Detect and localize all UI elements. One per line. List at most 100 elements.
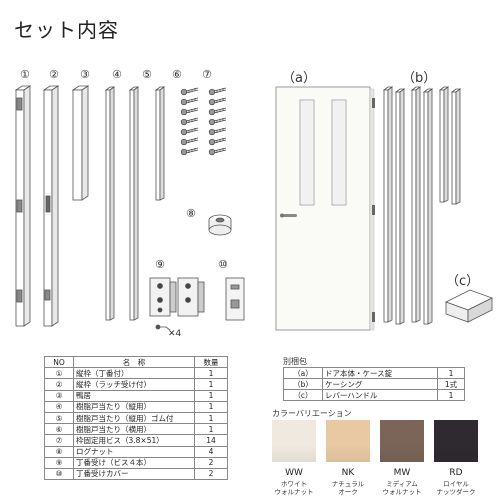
hinge-receiver-icon — [149, 277, 205, 331]
part-number-4: ④ — [112, 68, 122, 81]
part-number-10: ⑩ — [218, 258, 228, 271]
casing-set — [382, 86, 462, 325]
color-swatch-nk — [326, 420, 370, 462]
log-nut-icon — [208, 214, 232, 236]
door-body — [275, 86, 375, 331]
col-no: NO — [44, 355, 74, 369]
color-name-mw: ミディアム ウォルナット — [382, 480, 422, 496]
part-number-3: ③ — [80, 68, 90, 81]
part-number-7: ⑦ — [202, 68, 212, 81]
row-no: ① — [44, 367, 74, 380]
row-no: ⑨ — [44, 456, 74, 469]
row-qty: 1 — [194, 423, 228, 436]
part-number-1: ① — [20, 68, 30, 81]
color-swatch-rd — [434, 420, 478, 462]
row-qty: 1 — [194, 389, 228, 402]
color-name-rd: ロイヤル ナッツダーク — [436, 480, 476, 496]
row-no: ⑤ — [44, 411, 74, 425]
row-no: ② — [44, 378, 74, 391]
row-name: 鴨居 — [73, 389, 195, 402]
row-no: ⑩ — [44, 467, 74, 481]
row-name: 丁番受け（ビス４本） — [73, 456, 195, 469]
color-name-ww: ホワイト ウォルナット — [274, 480, 314, 496]
screw-count-label: ✕4 — [168, 329, 182, 339]
row-name: 樹脂戸当たり（横用） — [73, 423, 195, 436]
row-name: ドア本体・ケース錠 — [322, 367, 438, 379]
col-qty: 数量 — [194, 355, 228, 369]
row-name: レバーハンドル — [322, 389, 438, 401]
row-qty: 2 — [194, 467, 228, 481]
page-title: セット内容 — [14, 18, 119, 42]
row-qty: 14 — [194, 434, 228, 447]
color-code-rd: RD — [449, 468, 463, 478]
row-key: （a） — [283, 367, 323, 379]
row-name: ケーシング — [322, 378, 438, 390]
row-name: 縦枠（丁番付） — [73, 367, 195, 380]
row-name: 樹脂戸当たり（縦用） — [73, 400, 195, 413]
parts-table-header: NO 名 称 数量 — [44, 355, 228, 369]
label-c: （c） — [446, 274, 480, 289]
row-no: ③ — [44, 389, 74, 402]
row-name: 樹脂戸当たり（縦用）ゴム付 — [73, 411, 195, 425]
hinge-cover-icon — [225, 277, 245, 321]
door-stop-vertical-rubber — [128, 86, 140, 321]
row-qty: 4 — [194, 445, 228, 458]
row-qty: 1式 — [437, 378, 465, 390]
row-no: ④ — [44, 400, 74, 413]
part-number-5: ⑤ — [142, 68, 152, 81]
row-name: 枠固定用ビス（3.8×51） — [73, 434, 195, 447]
row-name: ログナット — [73, 445, 195, 458]
color-name-nk: ナチュラル オーク — [331, 480, 365, 496]
row-qty: 1 — [194, 400, 228, 413]
door-stop-vertical — [104, 86, 116, 321]
part-number-6: ⑥ — [172, 68, 182, 81]
screws-icon — [180, 87, 227, 156]
part-number-8: ⑧ — [186, 207, 196, 220]
part-number-9: ⑨ — [155, 258, 165, 271]
row-no: ⑧ — [44, 445, 74, 458]
label-b: （b） — [402, 71, 437, 86]
color-swatch-ww — [272, 420, 316, 462]
separate-package-title: 別梱包 — [283, 357, 307, 366]
row-no: ⑥ — [44, 423, 74, 436]
row-qty: 1 — [194, 411, 228, 425]
part-number-2: ② — [49, 68, 59, 81]
color-code-mw: MW — [393, 468, 411, 478]
row-qty: 1 — [437, 389, 465, 401]
color-swatch-mw — [380, 420, 424, 462]
row-name: 丁番受けカバー — [73, 467, 195, 481]
row-qty: 1 — [194, 367, 228, 380]
door-stop-horizontal — [154, 86, 166, 201]
row-qty: 1 — [194, 378, 228, 391]
row-qty: 2 — [194, 456, 228, 469]
label-a: （a） — [282, 71, 316, 86]
frame-with-latch — [42, 85, 60, 327]
color-code-ww: WW — [285, 468, 303, 478]
row-name: 縦枠（ラッチ受け付） — [73, 378, 195, 391]
row-key: （b） — [283, 378, 323, 390]
head-jamb — [71, 85, 90, 201]
lever-handle-box — [444, 289, 494, 323]
frame-with-hinges — [14, 85, 32, 327]
color-variation-title: カラーバリエーション — [272, 409, 352, 418]
row-key: （c） — [283, 389, 323, 401]
row-no: ⑦ — [44, 434, 74, 447]
row-qty: 1 — [437, 367, 465, 379]
color-code-nk: NK — [341, 468, 355, 478]
